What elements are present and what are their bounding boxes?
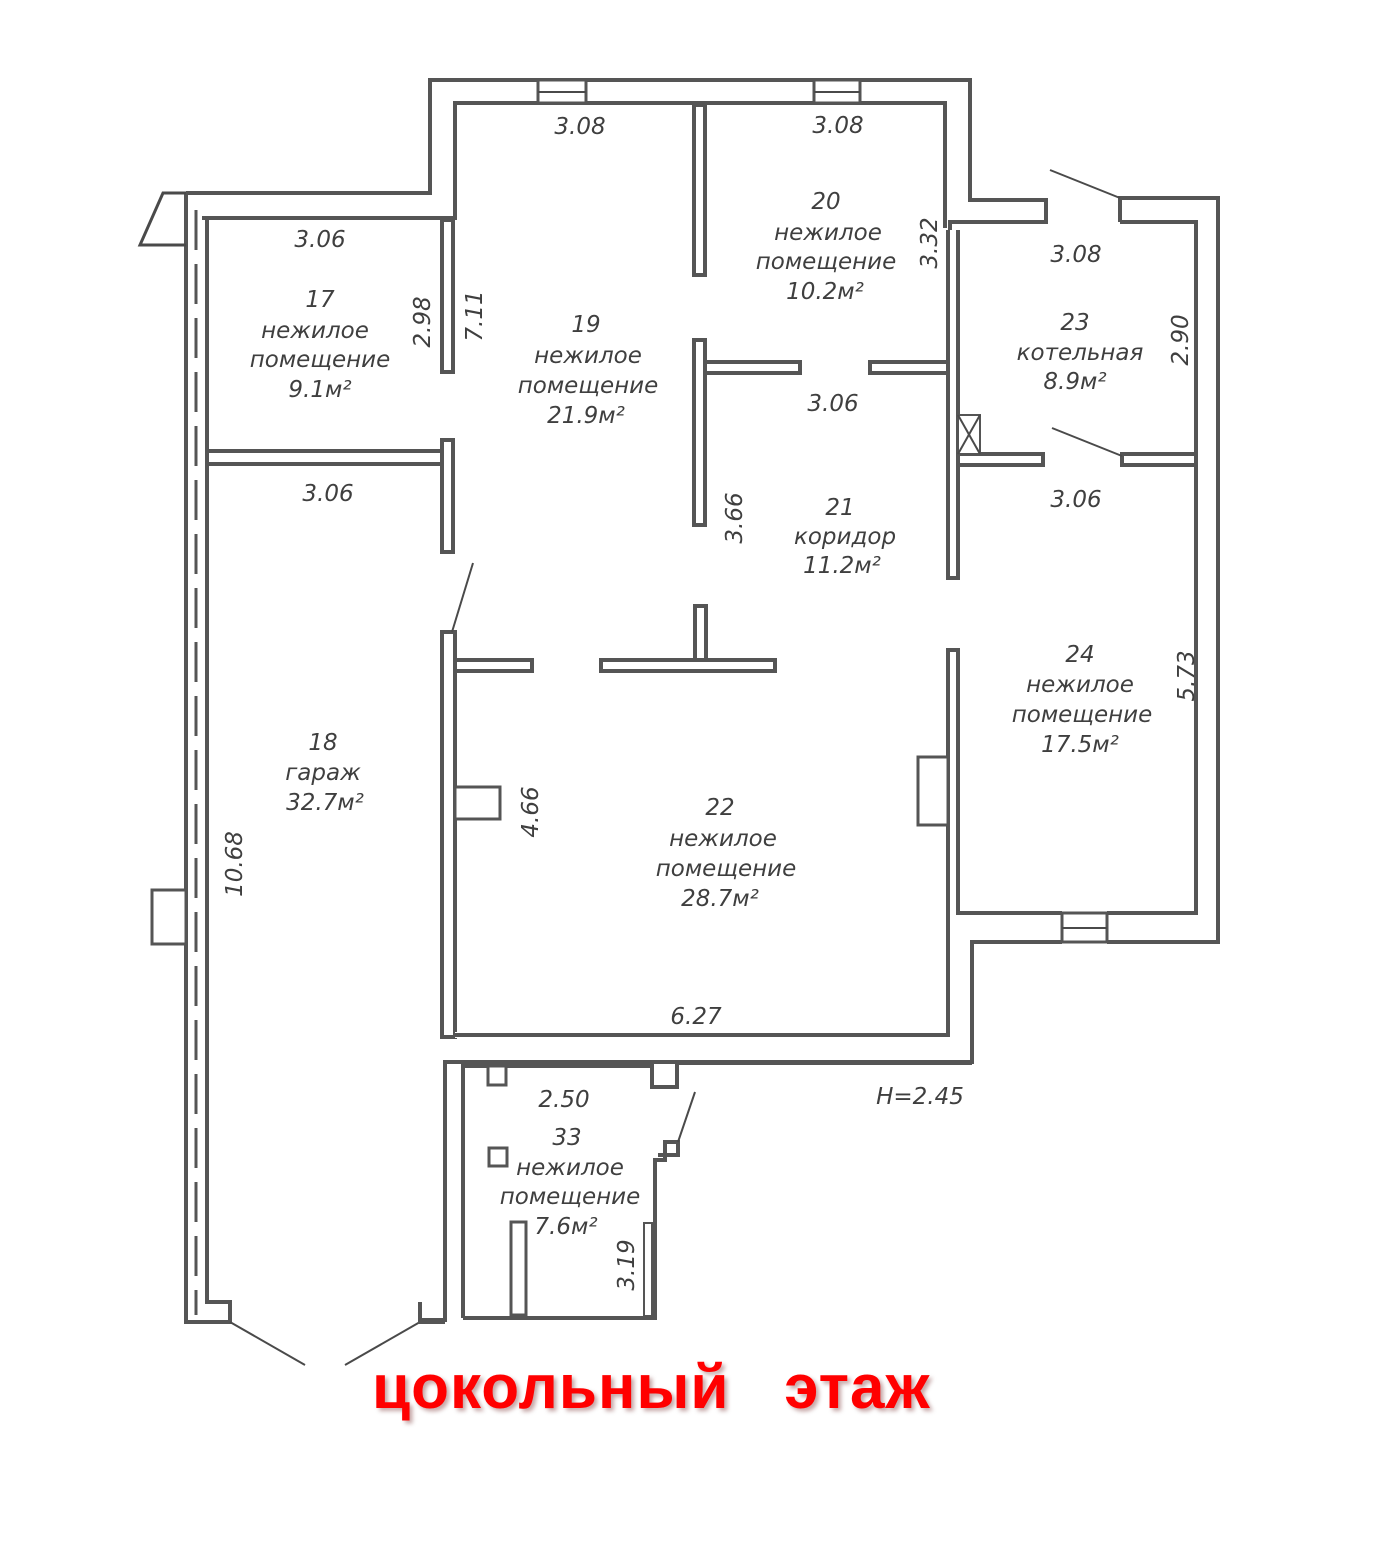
room-19: 19 нежилое помещение 21.9м² bbox=[518, 312, 659, 429]
room-18: 18 гараж 32.7м² bbox=[285, 730, 364, 816]
room-21: 21 коридор 11.2м² bbox=[794, 495, 896, 579]
dimension-label: 7.11 bbox=[462, 290, 488, 341]
room-number: 33 bbox=[552, 1125, 581, 1151]
room-number: 23 bbox=[1060, 310, 1089, 336]
room-number: 17 bbox=[305, 287, 335, 313]
dimension-label: 4.66 bbox=[518, 786, 544, 837]
room-name: гараж bbox=[285, 760, 361, 786]
room-number: 19 bbox=[571, 312, 600, 338]
ventilation-shaft-icon bbox=[957, 414, 981, 455]
room-name: нежилое bbox=[669, 826, 777, 852]
room-number: 20 bbox=[811, 189, 840, 215]
room-name: нежилое bbox=[774, 220, 882, 246]
dimensions: 3.08 3.08 3.06 2.98 7.11 3.32 3.06 3.06 … bbox=[222, 113, 1200, 1291]
room-24: 24 нежилое помещение 17.5м² bbox=[1012, 642, 1153, 758]
dimension-label: 3.06 bbox=[807, 391, 858, 417]
room-name: нежилое bbox=[516, 1155, 624, 1181]
room-name: помещение bbox=[1012, 702, 1153, 728]
room-name: помещение bbox=[518, 373, 659, 399]
room-number: 22 bbox=[705, 795, 734, 821]
room-name: помещение bbox=[656, 856, 797, 882]
room-area: 17.5м² bbox=[1041, 732, 1119, 758]
ceiling-height: H=2.45 bbox=[876, 1084, 964, 1110]
dimension-label: 2.98 bbox=[410, 296, 436, 347]
room-17: 17 нежилое помещение 9.1м² bbox=[250, 287, 391, 403]
room-name: коридор bbox=[794, 524, 896, 550]
floor-title: цокольный этаж bbox=[372, 1353, 931, 1422]
dimension-label: 3.06 bbox=[1050, 487, 1101, 513]
room-22: 22 нежилое помещение 28.7м² bbox=[656, 795, 797, 912]
dimension-label: 5.73 bbox=[1174, 650, 1200, 701]
dimension-label: 10.68 bbox=[222, 831, 248, 897]
dimension-label: 3.32 bbox=[917, 217, 943, 268]
dimension-label: 3.06 bbox=[294, 227, 345, 253]
dimension-label: 2.50 bbox=[538, 1087, 589, 1113]
inner-walls bbox=[205, 103, 1198, 1320]
dimension-label: 3.08 bbox=[1050, 242, 1101, 268]
dimension-label: 3.19 bbox=[614, 1239, 640, 1290]
dimension-label: 3.08 bbox=[554, 114, 605, 140]
room-area: 11.2м² bbox=[803, 553, 881, 579]
room-area: 8.9м² bbox=[1043, 369, 1106, 395]
room-name: нежилое bbox=[534, 343, 642, 369]
room-23: 23 котельная 8.9м² bbox=[1017, 310, 1144, 395]
outer-walls bbox=[137, 78, 1220, 1366]
dimension-label: 6.27 bbox=[670, 1004, 722, 1030]
room-name: нежилое bbox=[261, 318, 369, 344]
room-number: 21 bbox=[825, 495, 854, 521]
room-area: 28.7м² bbox=[681, 886, 759, 912]
room-area: 7.6м² bbox=[534, 1214, 597, 1240]
room-area: 9.1м² bbox=[288, 377, 351, 403]
dimension-label: 3.66 bbox=[722, 492, 748, 543]
room-number: 18 bbox=[308, 730, 337, 756]
room-name: нежилое bbox=[1026, 672, 1134, 698]
room-33: 33 нежилое помещение 7.6м² bbox=[500, 1125, 641, 1240]
dimension-label: 3.08 bbox=[812, 113, 863, 139]
room-name: помещение bbox=[500, 1184, 641, 1210]
room-area: 10.2м² bbox=[786, 279, 864, 305]
room-name: помещение bbox=[250, 347, 391, 373]
room-area: 32.7м² bbox=[286, 790, 364, 816]
room-name: помещение bbox=[756, 249, 897, 275]
room-area: 21.9м² bbox=[547, 403, 625, 429]
dimension-label: 3.06 bbox=[302, 481, 353, 507]
dimension-label: 2.90 bbox=[1168, 314, 1194, 365]
room-name: котельная bbox=[1017, 340, 1144, 366]
room-number: 24 bbox=[1065, 642, 1094, 668]
room-20: 20 нежилое помещение 10.2м² bbox=[756, 189, 897, 305]
